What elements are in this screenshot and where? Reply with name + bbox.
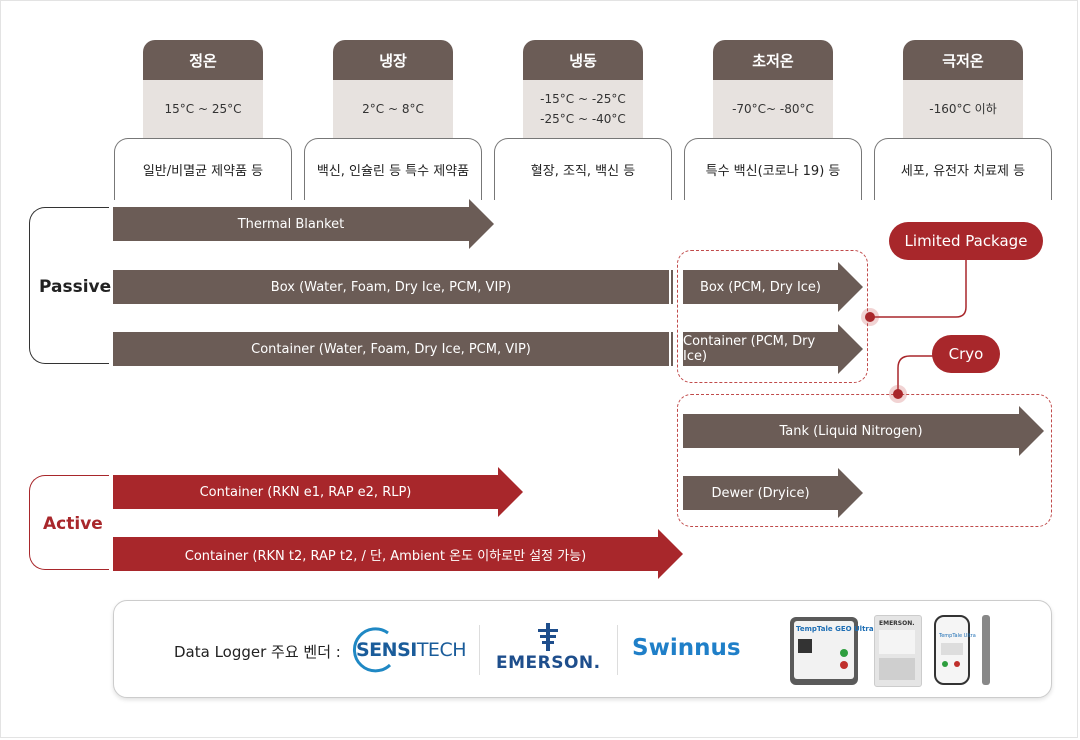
cryo-connector (897, 355, 935, 394)
arrow-label: Box (Water, Foam, Dry Ice, PCM, VIP) (270, 279, 512, 295)
logger-device-image: TempTale GEO Ultra (790, 617, 874, 685)
passive-label: Passive (39, 275, 112, 299)
bar-divider (671, 270, 673, 304)
thermal-blanket-arrow: Thermal Blanket (113, 199, 494, 249)
column-ultra-low: 초저온 -70°C~ -80°C (713, 40, 833, 138)
logger-device-image (982, 615, 990, 685)
column-range: -70°C~ -80°C (713, 80, 833, 138)
container-main-bar: Container (Water, Foam, Dry Ice, PCM, VI… (113, 332, 669, 366)
column-title: 초저온 (713, 40, 833, 80)
arrow-label: Box (PCM, Dry Ice) (700, 279, 821, 295)
vendor-divider (479, 625, 480, 675)
arrow-label: Dewer (Dryice) (711, 485, 810, 501)
box-main-bar: Box (Water, Foam, Dry Ice, PCM, VIP) (113, 270, 669, 304)
limited-package-pill: Limited Package (889, 222, 1043, 260)
tank-arrow: Tank (Liquid Nitrogen) (683, 406, 1044, 456)
column-usage: 일반/비멸균 제약품 등 (114, 138, 292, 200)
emerson-logo: EMERSON. (496, 623, 606, 677)
active-bracket (29, 475, 109, 570)
arrow-label: Thermal Blanket (237, 216, 345, 232)
dewer-arrow: Dewer (Dryice) (683, 468, 863, 518)
cryo-pill: Cryo (932, 335, 1000, 373)
sensitech-text: SENSI (356, 639, 417, 661)
column-title: 냉장 (333, 40, 453, 80)
column-usage: 특수 백신(코로나 19) 등 (684, 138, 862, 200)
arrow-label: Tank (Liquid Nitrogen) (779, 423, 923, 439)
emerson-text: EMERSON. (496, 653, 601, 673)
column-range: -160°C 이하 (903, 80, 1023, 138)
column-frozen: 냉동 -15°C ~ -25°C -25°C ~ -40°C (523, 40, 643, 138)
active-container2-arrow: Container (RKN t2, RAP t2, / 단, Ambient … (113, 529, 683, 579)
vendor-divider (617, 625, 618, 675)
column-cryogenic: 극저온 -160°C 이하 (903, 40, 1023, 138)
column-usage: 세포, 유전자 치료제 등 (874, 138, 1052, 200)
passive-bracket (29, 207, 109, 364)
column-range: 15°C ~ 25°C (143, 80, 263, 138)
connector-dot (865, 312, 875, 322)
sensitech-text: TECH (416, 639, 467, 661)
arrow-label: Container (PCM, Dry Ice) (683, 334, 816, 364)
connector-dot (893, 389, 903, 399)
column-title: 극저온 (903, 40, 1023, 80)
logger-device-image: EMERSON. (874, 615, 922, 687)
column-refrigerated: 냉장 2°C ~ 8°C (333, 40, 453, 138)
column-usage: 백신, 인슐린 등 특수 제약품 (304, 138, 482, 200)
container-pcm-arrow: Container (PCM, Dry Ice) (683, 324, 863, 374)
sensitech-swoosh-icon (352, 627, 392, 673)
box-pcm-arrow: Box (PCM, Dry Ice) (683, 262, 863, 312)
swinnus-logo: Swinnus (632, 635, 741, 661)
bar-divider (671, 332, 673, 366)
column-range: -15°C ~ -25°C -25°C ~ -40°C (523, 80, 643, 138)
active-container1-arrow: Container (RKN e1, RAP e2, RLP) (113, 467, 523, 517)
column-title: 냉동 (523, 40, 643, 80)
limited-package-connector (870, 255, 967, 318)
active-label: Active (43, 512, 103, 536)
emerson-mark-icon (538, 623, 558, 651)
cryo-group (677, 394, 1052, 527)
vendor-title: Data Logger 주요 벤더 : (174, 643, 341, 661)
arrow-label: Container (RKN t2, RAP t2, / 단, Ambient … (184, 548, 587, 564)
arrow-label: Container (RKN e1, RAP e2, RLP) (199, 484, 412, 500)
column-ambient: 정온 15°C ~ 25°C (143, 40, 263, 138)
sensitech-logo: SENSITECH (350, 625, 470, 675)
column-title: 정온 (143, 40, 263, 80)
column-range: 2°C ~ 8°C (333, 80, 453, 138)
arrow-label: Container (Water, Foam, Dry Ice, PCM, VI… (251, 341, 531, 357)
logger-device-image: TempTale Ultra (934, 615, 976, 685)
vendor-panel: Data Logger 주요 벤더 : SENSITECH EMERSON. S… (113, 600, 1052, 698)
column-usage: 혈장, 조직, 백신 등 (494, 138, 672, 200)
